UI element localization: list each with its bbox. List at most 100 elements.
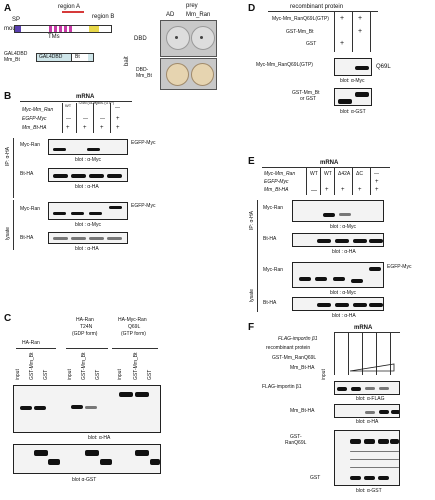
d-blot-myc: blot: α-Myc xyxy=(340,78,365,84)
colony-dbd-ran xyxy=(191,26,215,50)
f-ha-3 xyxy=(391,410,399,414)
d-header: recombinant protein xyxy=(290,4,344,10)
c-blot-ha: blot: α-HA xyxy=(88,435,111,441)
b-grid-v2 xyxy=(76,103,77,133)
f-gst-ran-1 xyxy=(350,439,361,444)
d-gst-label-1: GST-Mm_Bt xyxy=(292,90,320,96)
tms-label: TMs xyxy=(48,34,60,40)
c-ha-blot xyxy=(13,385,161,433)
b-egfp-myc-label-lys: EGFP-Myc xyxy=(131,203,156,209)
f-row-bt: Mm_Bt-HA xyxy=(290,365,315,371)
b-ha-band-2 xyxy=(71,174,86,178)
d-grid-v3 xyxy=(370,12,371,52)
gal-construct: GAL4DBD Bt xyxy=(36,53,94,62)
d-grid-v2 xyxy=(352,12,353,52)
c-ha-band-5 xyxy=(85,406,97,409)
region-a-bar xyxy=(62,11,84,13)
panel-d-label: D xyxy=(248,3,256,14)
e-lysate-label: lysate xyxy=(249,288,255,302)
f-flag-input xyxy=(337,387,347,391)
dbd-row-label: DBD xyxy=(134,36,147,42)
b-lys-band-egfp xyxy=(109,206,122,209)
f-blot-gst: blot: α-GST xyxy=(356,488,382,494)
e-bt-ha-label-ip: Bt-HA xyxy=(263,236,277,242)
gal-box-label: GAL4DBD xyxy=(39,54,63,60)
mouse-label: mouse xyxy=(4,26,23,32)
panel-f-label: F xyxy=(248,322,255,333)
e-blot-myc-ip: blot : α-Myc xyxy=(330,224,356,230)
e-ip-myc-blot xyxy=(292,200,384,222)
b-bt-ha-label-ip: Bt-HA xyxy=(20,171,34,177)
d-header-line xyxy=(268,11,378,12)
c-lane-1: input xyxy=(15,369,21,380)
c-gst-blot xyxy=(13,444,161,474)
b-row-myc-ran: Myc-Mm_Ran xyxy=(22,107,54,113)
d-r1-c2: + xyxy=(358,15,363,22)
f-mrna-label: mRNA xyxy=(354,325,373,331)
c-gst-band-3 xyxy=(48,459,60,465)
tm-domain-3 xyxy=(59,26,62,32)
region-a-label: region A xyxy=(58,4,81,10)
b-egfp-myc-label-ip: EGFP-Myc xyxy=(131,140,156,146)
d-q69l-label: Q69L xyxy=(376,64,391,70)
e-ha-1 xyxy=(317,239,331,243)
e-col-1: WT xyxy=(310,171,318,177)
panel-e-label: E xyxy=(248,156,255,167)
b-blot-ha-lys: blot : α-HA xyxy=(75,246,99,252)
b-blot-myc-ip: blot : α-Myc xyxy=(75,157,101,163)
b-cell-r2-4: + xyxy=(116,116,120,122)
e-bt-ha-label-lys: Bt-HA xyxy=(263,300,277,306)
b-cell-r3-4: + xyxy=(116,125,120,131)
c-gst-band-9 xyxy=(150,459,160,465)
c-group3-line2: Q69L xyxy=(128,324,141,330)
e-grid-v4 xyxy=(352,168,353,195)
e-grid-v2 xyxy=(320,168,321,195)
e-band-wt xyxy=(323,213,335,217)
e-col-5: — xyxy=(374,171,379,177)
b-ha-band-4 xyxy=(107,174,122,178)
f-gst-ran-4 xyxy=(390,439,399,444)
region-b-label: region B xyxy=(92,14,115,20)
colony-mmbt-ad xyxy=(166,63,189,86)
b-cell-r2-1: — xyxy=(66,116,71,122)
panel-a-label: A xyxy=(4,3,12,14)
e-lys-ha-2 xyxy=(335,303,349,307)
f-grid-v2 xyxy=(348,333,349,375)
b-bt-ha-label-lys: Bt-HA xyxy=(20,235,34,241)
f-gst-smear-3 xyxy=(350,467,399,468)
f-mrna-row: FLAG-importin β1 xyxy=(278,336,318,342)
c-gst-band-5 xyxy=(85,450,99,456)
b-lys-ha-3 xyxy=(89,237,104,240)
e-r3-c1: — xyxy=(311,188,317,194)
e-myc-ran-label: Myc-Ran xyxy=(263,205,284,211)
b-ip-bracket xyxy=(13,138,14,198)
e-grid-v3 xyxy=(334,168,335,195)
e-band-42a xyxy=(339,213,351,216)
b-lys-myc-blot xyxy=(48,202,128,220)
d-gst-band-gst xyxy=(338,99,352,104)
d-blot-gst: blot: α-GST xyxy=(340,109,366,115)
f-flag-3 xyxy=(365,387,375,390)
c-group3-line xyxy=(112,348,158,349)
f-gst-free-3 xyxy=(378,476,389,480)
e-lys-ha-blot xyxy=(292,297,384,311)
sp-label: SP xyxy=(12,17,21,23)
e-col-3: Δ42A xyxy=(338,171,351,177)
d-r3-c1: + xyxy=(340,40,345,47)
f-gst-free-2 xyxy=(364,476,375,480)
prey-col-ad: AD xyxy=(166,12,175,18)
e-row-myc-ran: Myc-Mm_Ran xyxy=(264,171,296,177)
c-ha-band-2 xyxy=(34,406,46,410)
f-ha-2 xyxy=(379,410,389,414)
e-blot-myc-lys: blot : α-Myc xyxy=(330,290,356,296)
e-ip-bracket xyxy=(257,200,258,262)
f-bt-gradient-triangle xyxy=(349,363,395,372)
b-ip-myc-blot xyxy=(48,139,128,155)
b-grid-v3 xyxy=(93,103,94,133)
b-mrna-line xyxy=(20,101,132,102)
c-lane-8: GST-Mm_Bt xyxy=(133,352,139,380)
colony-spot-2 xyxy=(200,36,203,39)
e-ha-4 xyxy=(369,239,383,243)
b-cell-r2-2: — xyxy=(83,116,88,122)
f-mrna-line xyxy=(334,332,400,333)
